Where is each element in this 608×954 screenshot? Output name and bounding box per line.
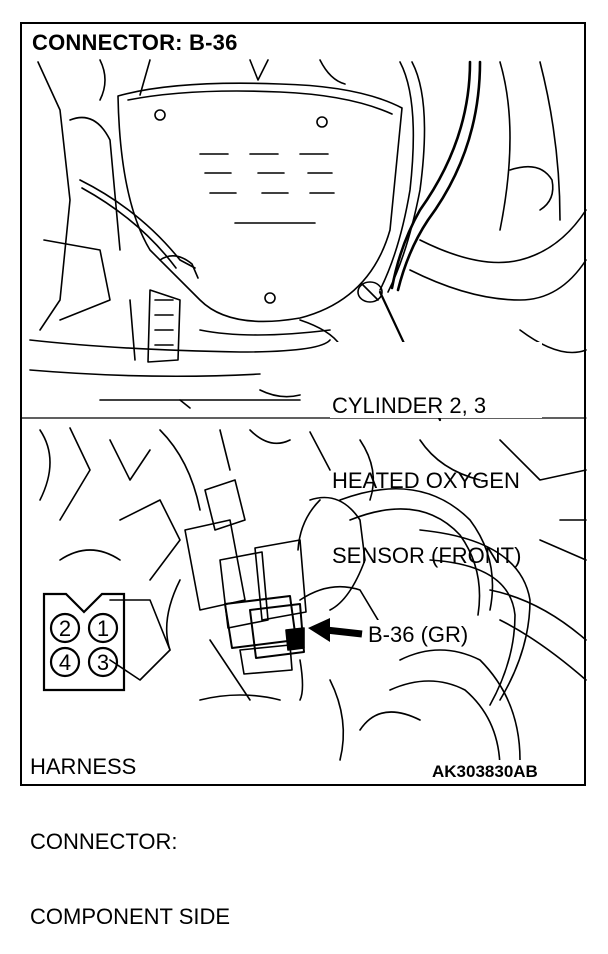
figure-frame	[20, 22, 586, 786]
sensor-callout: CYLINDER 2, 3 HEATED OXYGEN SENSOR (FRON…	[332, 343, 521, 593]
harness-connector-label: HARNESS CONNECTOR: COMPONENT SIDE	[30, 704, 230, 954]
sensor-callout-line-1: CYLINDER 2, 3	[332, 393, 487, 418]
harness-label-line-2: CONNECTOR:	[30, 829, 178, 854]
sensor-callout-line-3: SENSOR (FRONT)	[332, 543, 522, 568]
figure-code: AK303830AB	[432, 762, 538, 781]
pin-labels: 2 1 4 3	[59, 616, 109, 675]
engine-bay-illustration: 2 1 4 3	[21, 59, 587, 771]
pin-label-3: 3	[97, 650, 109, 675]
pin-label-4: 4	[59, 650, 71, 675]
pin-label-2: 2	[59, 616, 71, 641]
connector-callout: B-36 (GR)	[368, 622, 469, 647]
connector-title: CONNECTOR: B-36	[32, 30, 238, 55]
sensor-callout-line-2: HEATED OXYGEN	[332, 468, 520, 493]
connector-pointer-arrow	[308, 618, 363, 642]
pin-diagram	[42, 592, 126, 692]
pin-label-1: 1	[97, 616, 109, 641]
harness-label-line-3: COMPONENT SIDE	[30, 904, 231, 929]
harness-label-line-1: HARNESS	[30, 754, 137, 779]
